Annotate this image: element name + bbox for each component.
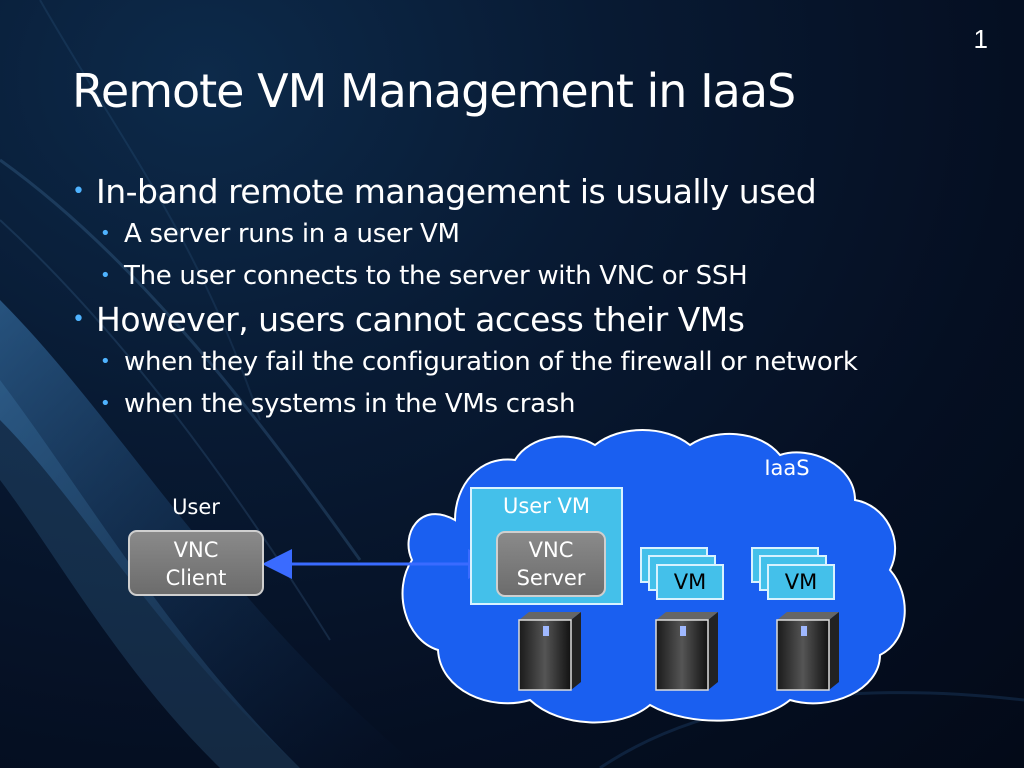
user-vm-label: User VM <box>502 494 591 518</box>
bullet-dot-icon: • <box>100 265 111 286</box>
server-icon <box>655 612 718 691</box>
vnc-server-line2: Server <box>516 566 586 590</box>
sub-bullet-text: The user connects to the server with VNC… <box>124 261 748 291</box>
vm-box: VM <box>767 564 835 600</box>
bullet-item: • In-band remote management is usually u… <box>72 172 972 212</box>
vnc-client-box: VNC Client <box>128 530 264 596</box>
bullet-text: In-band remote management is usually use… <box>96 172 817 211</box>
vm-label: VM <box>784 570 818 594</box>
sub-bullet-text: when the systems in the VMs crash <box>124 389 576 419</box>
bullet-dot-icon: • <box>100 223 111 244</box>
vm-label: VM <box>673 570 707 594</box>
vnc-client-line2: Client <box>165 566 227 590</box>
server-icon <box>776 612 839 691</box>
user-label: User <box>172 495 220 519</box>
vnc-server-line1: VNC <box>528 538 574 562</box>
bullet-text: However, users cannot access their VMs <box>96 300 745 339</box>
server-icon <box>518 612 581 691</box>
vnc-server-box: VNC Server <box>496 531 606 597</box>
sub-bullet-item: • when the systems in the VMs crash <box>72 386 972 422</box>
sub-bullet-text: A server runs in a user VM <box>124 219 460 249</box>
bullet-dot-icon: • <box>100 351 111 372</box>
bullet-item: • However, users cannot access their VMs <box>72 300 972 340</box>
bullet-dot-icon: • <box>72 179 85 204</box>
vm-box: VM <box>656 564 724 600</box>
sub-bullet-item: • The user connects to the server with V… <box>72 258 972 294</box>
sub-bullet-item: • A server runs in a user VM <box>72 216 972 252</box>
vnc-client-line1: VNC <box>173 538 219 562</box>
slide-title: Remote VM Management in IaaS <box>72 64 796 118</box>
bullet-dot-icon: • <box>100 393 111 414</box>
slide-number: 1 <box>973 24 988 54</box>
sub-bullet-item: • when they fail the configuration of th… <box>72 344 972 380</box>
sub-bullet-text: when they fail the configuration of the … <box>124 347 858 377</box>
iaas-label: IaaS <box>764 456 810 480</box>
bullet-list: • In-band remote management is usually u… <box>72 172 972 428</box>
bullet-dot-icon: • <box>72 307 85 332</box>
